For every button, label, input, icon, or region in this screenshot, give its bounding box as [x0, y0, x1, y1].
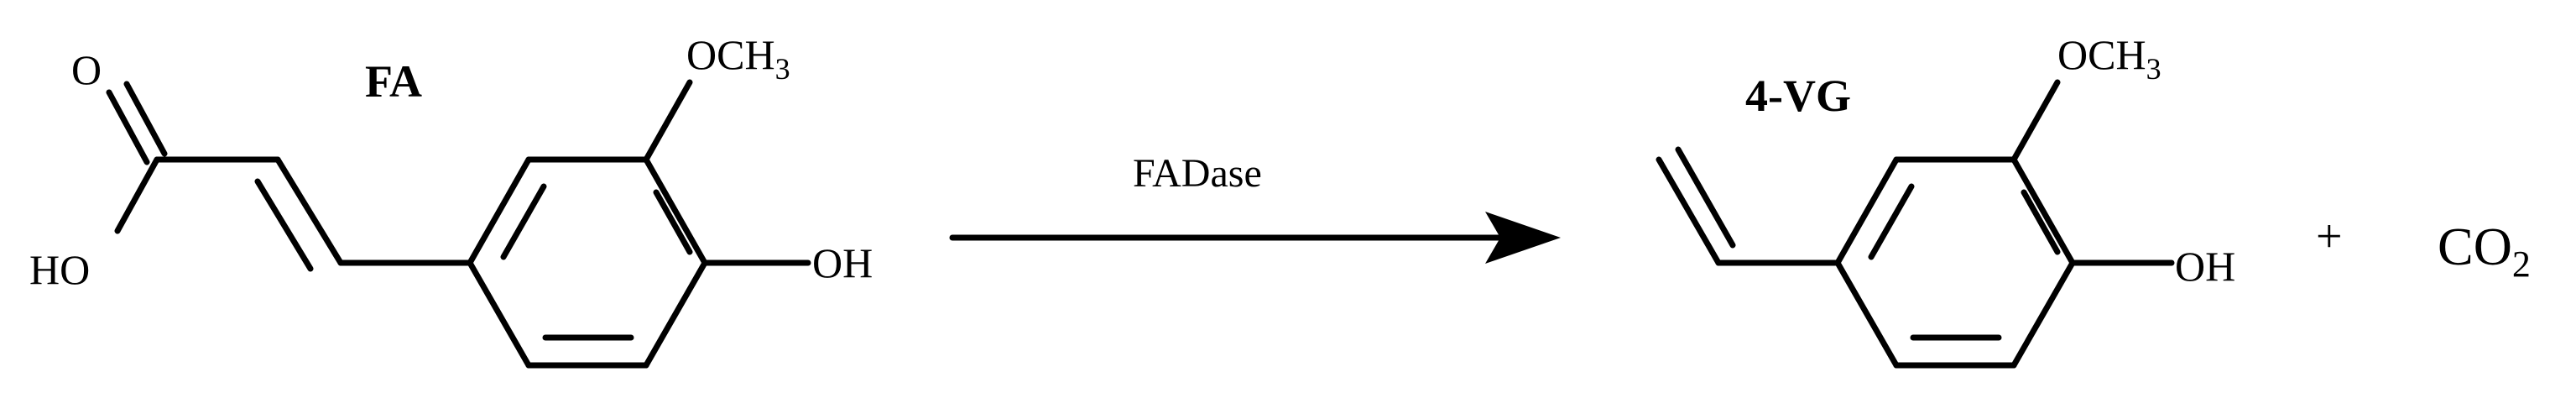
product-phenol-label: OH: [2175, 243, 2235, 290]
ring-inner-1: [500, 183, 547, 260]
bond-c2-c3-inner: [254, 178, 314, 272]
arrow-head: [1485, 212, 1561, 264]
acid-hydroxyl-label: HO: [29, 246, 90, 293]
plus-sign: +: [2316, 211, 2343, 263]
product-ring-inner-1: [1868, 183, 1915, 260]
ring-bond-4: [643, 259, 708, 369]
reactant-methoxy-main: OCH: [686, 31, 775, 78]
reactant-phenol-label: OH: [812, 239, 873, 286]
ring-bond-6: [467, 259, 532, 369]
ring-bond-3: [643, 156, 708, 266]
product-methoxy-main: OCH: [2057, 31, 2146, 78]
co2-sub: 2: [2512, 244, 2531, 285]
bond-c1-o-double-b: [123, 81, 168, 157]
bond-c1-oh: [114, 156, 160, 234]
product-ring-bond-4: [2010, 259, 2076, 369]
co2-main: CO: [2438, 217, 2512, 276]
product-ring-bond-3: [2010, 156, 2076, 266]
bond-ring-methoxy: [643, 79, 693, 163]
product-bond-ring-methoxy: [2010, 79, 2061, 163]
bond-c1-o-double-a: [106, 89, 150, 165]
product-name: 4-VG: [1745, 71, 1851, 121]
ring-inner-2: [653, 189, 693, 255]
product-ring-inner-2: [2021, 189, 2061, 255]
reactant-methoxy-sub: 3: [775, 52, 790, 86]
bond-c2-c3: [274, 156, 344, 266]
bond-vinyl-double-a: [1656, 156, 1722, 266]
reactant-name: FA: [365, 56, 422, 107]
bond-vinyl-double-b: [1675, 146, 1736, 249]
reactant-methoxy-label: OCH3: [686, 31, 790, 86]
ferulic-acid-structure: [106, 79, 811, 369]
carbonyl-oxygen-label: O: [71, 46, 102, 93]
reaction-arrow: [949, 212, 1561, 264]
product-methoxy-label: OCH3: [2057, 31, 2161, 86]
vinylguaiacol-structure: [1656, 79, 2175, 369]
co2-label: CO2: [2438, 217, 2531, 285]
product-ring-bond-1: [1834, 156, 1900, 266]
enzyme-label: FADase: [1133, 151, 1262, 196]
product-methoxy-sub: 3: [2146, 52, 2161, 86]
ring-bond-1: [467, 156, 532, 266]
product-ring-bond-6: [1834, 259, 1900, 369]
